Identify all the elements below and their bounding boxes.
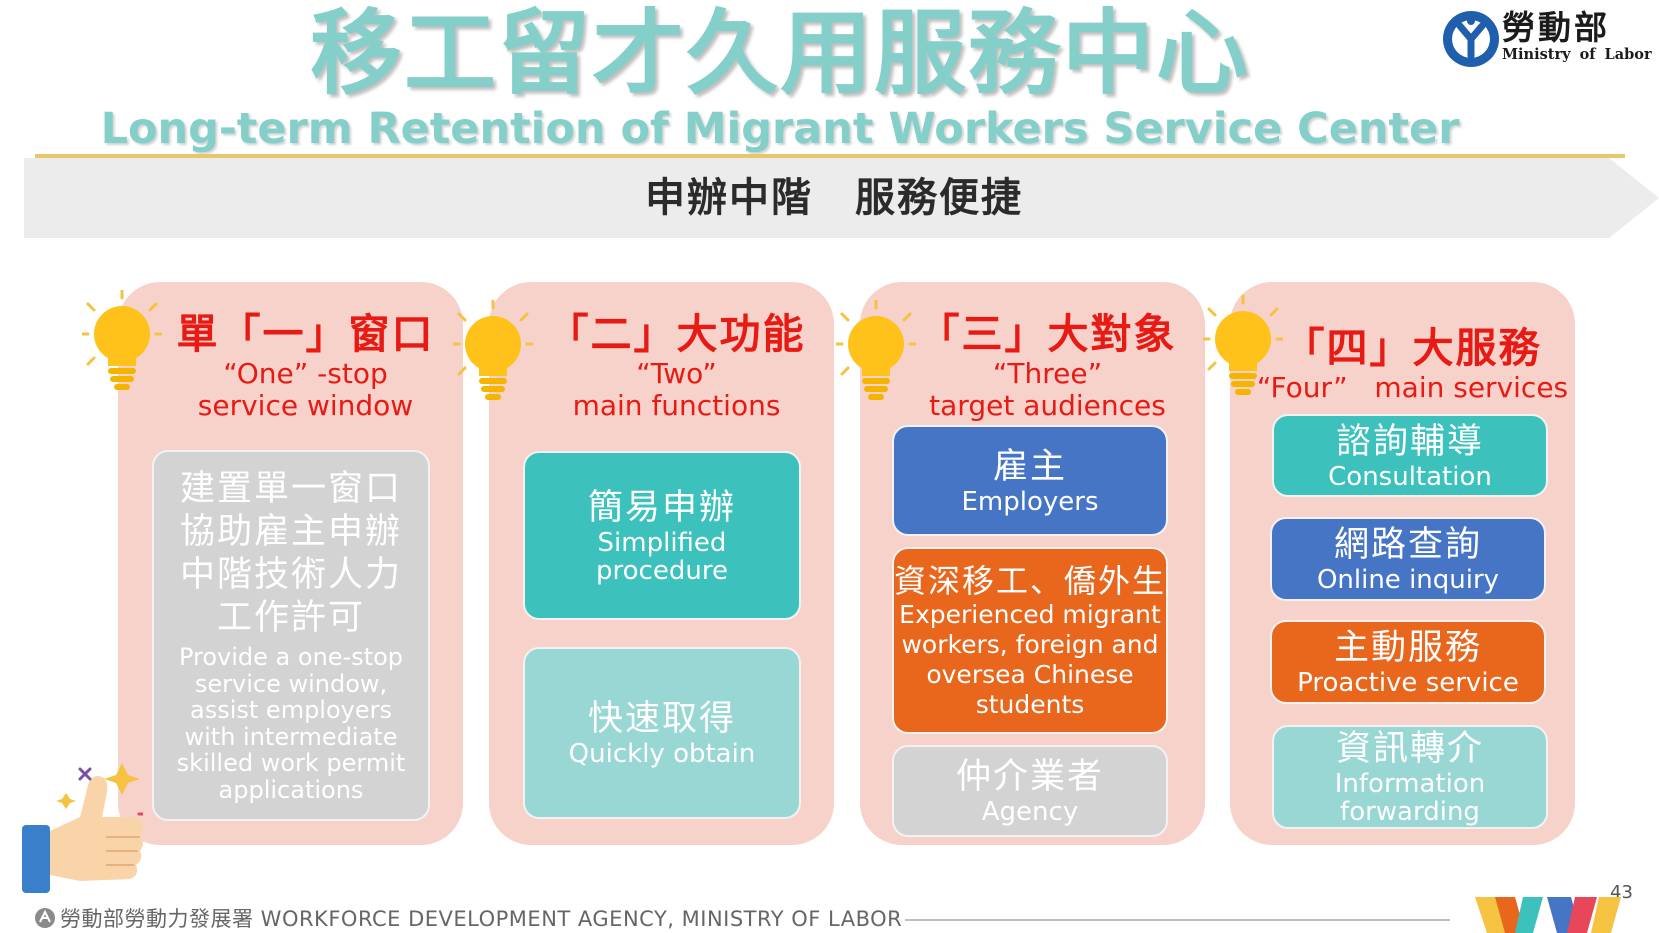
card-text-en: Information: [1334, 769, 1486, 799]
wda-logo-icon: [1475, 897, 1621, 933]
column-heading-zh: 「四」大服務: [1283, 324, 1542, 372]
agency-card: 仲介業者 Agency: [892, 745, 1168, 837]
simplified-procedure-card: 簡易申辦 Simplified procedure: [523, 451, 801, 620]
logo-name-zh: 勞動部: [1502, 8, 1610, 47]
card-text-en: with intermediate: [184, 722, 398, 751]
card-text-zh: 仲介業者: [955, 757, 1104, 797]
column-heading-zh: 「二」大功能: [547, 310, 806, 358]
card-text-en: workers, foreign and: [901, 629, 1159, 659]
page-subtitle: Long-term Retention of Migrant Workers S…: [100, 104, 1460, 154]
card-text-en: Proactive service: [1297, 668, 1519, 698]
banner-arrow: [24, 158, 1659, 238]
card-text-en: assist employers: [190, 696, 392, 724]
quickly-obtain-card: 快速取得 Quickly obtain: [523, 647, 801, 819]
card-text-en: service window,: [194, 669, 388, 698]
card-text-zh: 快速取得: [587, 699, 736, 739]
column-one-stop: 單「一」窗口 “One” -stop service window 建置單一窗口…: [118, 282, 463, 845]
card-text-en: students: [975, 689, 1085, 719]
column-three-audiences: 「三」大對象 “Three” target audiences 雇主 Emplo…: [860, 282, 1205, 845]
card-text-en: forwarding: [1340, 797, 1480, 827]
column-heading-en: “Two”: [636, 357, 717, 390]
card-text-en: procedure: [596, 555, 728, 586]
proactive-service-card: 主動服務 Proactive service: [1270, 620, 1546, 704]
column-four-services: 「四」大服務 “Four” main services 諮詢輔導 Consult…: [1230, 282, 1575, 845]
card-text-zh: 建置單一窗口: [179, 469, 402, 509]
card-text-en: Agency: [981, 797, 1079, 827]
column-heading-zh: 單「一」窗口: [176, 310, 435, 358]
consultation-card: 諮詢輔導 Consultation: [1272, 414, 1548, 497]
column-heading-en: “Four” main services: [1256, 371, 1569, 404]
employers-card: 雇主 Employers: [892, 425, 1168, 536]
title-divider: [35, 154, 1625, 158]
card-text-zh: 網路查詢: [1333, 525, 1482, 565]
lightbulb-icon: [453, 300, 533, 400]
ministry-logo-icon: [1443, 11, 1499, 67]
column-heading-en: “One” -stop: [223, 357, 388, 390]
card-text-en: Employers: [961, 486, 1099, 517]
lightbulb-icon: [836, 300, 916, 400]
column-heading-zh: 「三」大對象: [918, 310, 1177, 358]
card-text-en: Provide a one-stop: [178, 643, 404, 671]
column-heading-en: service window: [197, 389, 414, 422]
column-two-functions: 「二」大功能 “Two” main functions 簡易申辦 Simplif…: [489, 282, 834, 845]
agency-logo-icon: [35, 908, 55, 928]
card-text-en: oversea Chinese: [926, 659, 1134, 689]
card-text-en: Quickly obtain: [568, 739, 756, 769]
card-text-zh: 中階技術人力: [179, 555, 402, 595]
card-text-en: skilled work permit: [176, 749, 406, 777]
card-text-zh: 資深移工、僑外生: [894, 561, 1167, 600]
banner-text: 申辦中階 服務便捷: [645, 175, 1023, 221]
column-heading-en: target audiences: [929, 389, 1166, 422]
online-inquiry-card: 網路查詢 Online inquiry: [1270, 517, 1546, 601]
card-text-zh: 主動服務: [1333, 628, 1482, 668]
card-text-en: applications: [218, 775, 364, 804]
card-text-zh: 協助雇主申辦: [179, 512, 402, 552]
experienced-workers-card: 資深移工、僑外生 Experienced migrant workers, fo…: [892, 547, 1168, 734]
lightbulb-icon: [82, 290, 162, 390]
thumbs-up-icon: [22, 763, 143, 893]
page-title: 移工留才久用服務中心: [309, 0, 1250, 107]
information-forwarding-card: 資訊轉介 Information forwarding: [1272, 725, 1548, 829]
column-heading-en: “Three”: [992, 357, 1103, 390]
card-text-zh: 工作許可: [216, 598, 365, 638]
card-text-en: Online inquiry: [1316, 565, 1500, 595]
one-stop-description-card: 建置單一窗口 協助雇主申辦 中階技術人力 工作許可 Provide a one-…: [152, 450, 430, 821]
card-text-en: Consultation: [1328, 461, 1492, 492]
card-text-zh: 雇主: [992, 446, 1067, 487]
card-text-zh: 諮詢輔導: [1335, 421, 1484, 462]
card-text-en: Experienced migrant: [899, 599, 1161, 629]
card-text-en: Simplified: [597, 527, 727, 558]
footer-agency-name: 勞動部勞動力發展署 WORKFORCE DEVELOPMENT AGENCY, …: [60, 907, 903, 931]
footer-divider: [905, 919, 1450, 921]
column-heading-en: main functions: [572, 389, 781, 422]
ministry-logo: [1440, 8, 1650, 68]
lightbulb-icon: [1203, 295, 1283, 395]
logo-name-en: Ministry of Labor: [1502, 46, 1652, 63]
card-text-zh: 資訊轉介: [1335, 729, 1484, 769]
card-text-zh: 簡易申辦: [587, 487, 736, 528]
